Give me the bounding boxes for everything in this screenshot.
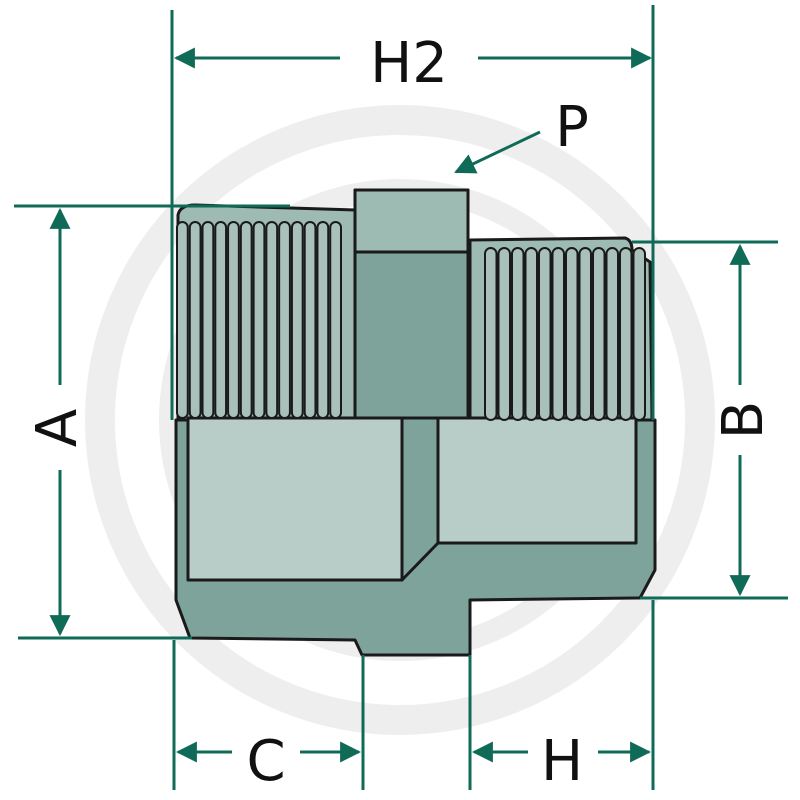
thread-ridge	[632, 247, 646, 421]
thread-ridge	[303, 221, 317, 419]
thread-ridge	[551, 247, 565, 421]
thread-ridge	[214, 221, 228, 419]
thread-ridge	[201, 221, 215, 419]
thread-ridge	[538, 247, 552, 421]
label-c: C	[246, 729, 285, 794]
thread-ridge	[619, 247, 633, 421]
thread-ridge	[227, 221, 240, 419]
thread-ridge	[511, 247, 525, 421]
label-a: A	[25, 409, 90, 447]
label-h: H	[541, 729, 583, 794]
thread-ridge	[605, 247, 619, 421]
hex-face-left	[186, 416, 404, 582]
fitting-body	[174, 188, 657, 657]
thread-ridge	[578, 247, 592, 421]
thread-ridge	[592, 247, 606, 421]
label-p: P	[555, 95, 589, 160]
thread-ridge	[497, 247, 511, 421]
thread-ridge	[565, 247, 579, 421]
hex-face-right	[436, 416, 638, 545]
dimension-lines	[14, 5, 788, 790]
hex-face-step	[400, 416, 440, 582]
thread-ridge	[278, 221, 291, 419]
label-b: B	[711, 401, 776, 439]
left-thread-ridges	[176, 221, 343, 419]
label-h2: H2	[370, 31, 448, 96]
thread-ridge	[252, 221, 266, 419]
right-thread-ridges	[484, 247, 646, 421]
thread-ridge	[176, 221, 189, 419]
thread-ridge	[484, 247, 498, 421]
thread-ridge	[524, 247, 538, 421]
thread-ridge	[265, 221, 279, 419]
thread-ridge	[316, 221, 330, 419]
thread-ridge	[329, 221, 343, 419]
p-leader-arrow	[454, 130, 541, 174]
thread-ridge	[188, 221, 202, 419]
hex-flat-top	[353, 188, 470, 254]
thread-ridge	[239, 221, 253, 419]
thread-ridge	[290, 221, 304, 419]
